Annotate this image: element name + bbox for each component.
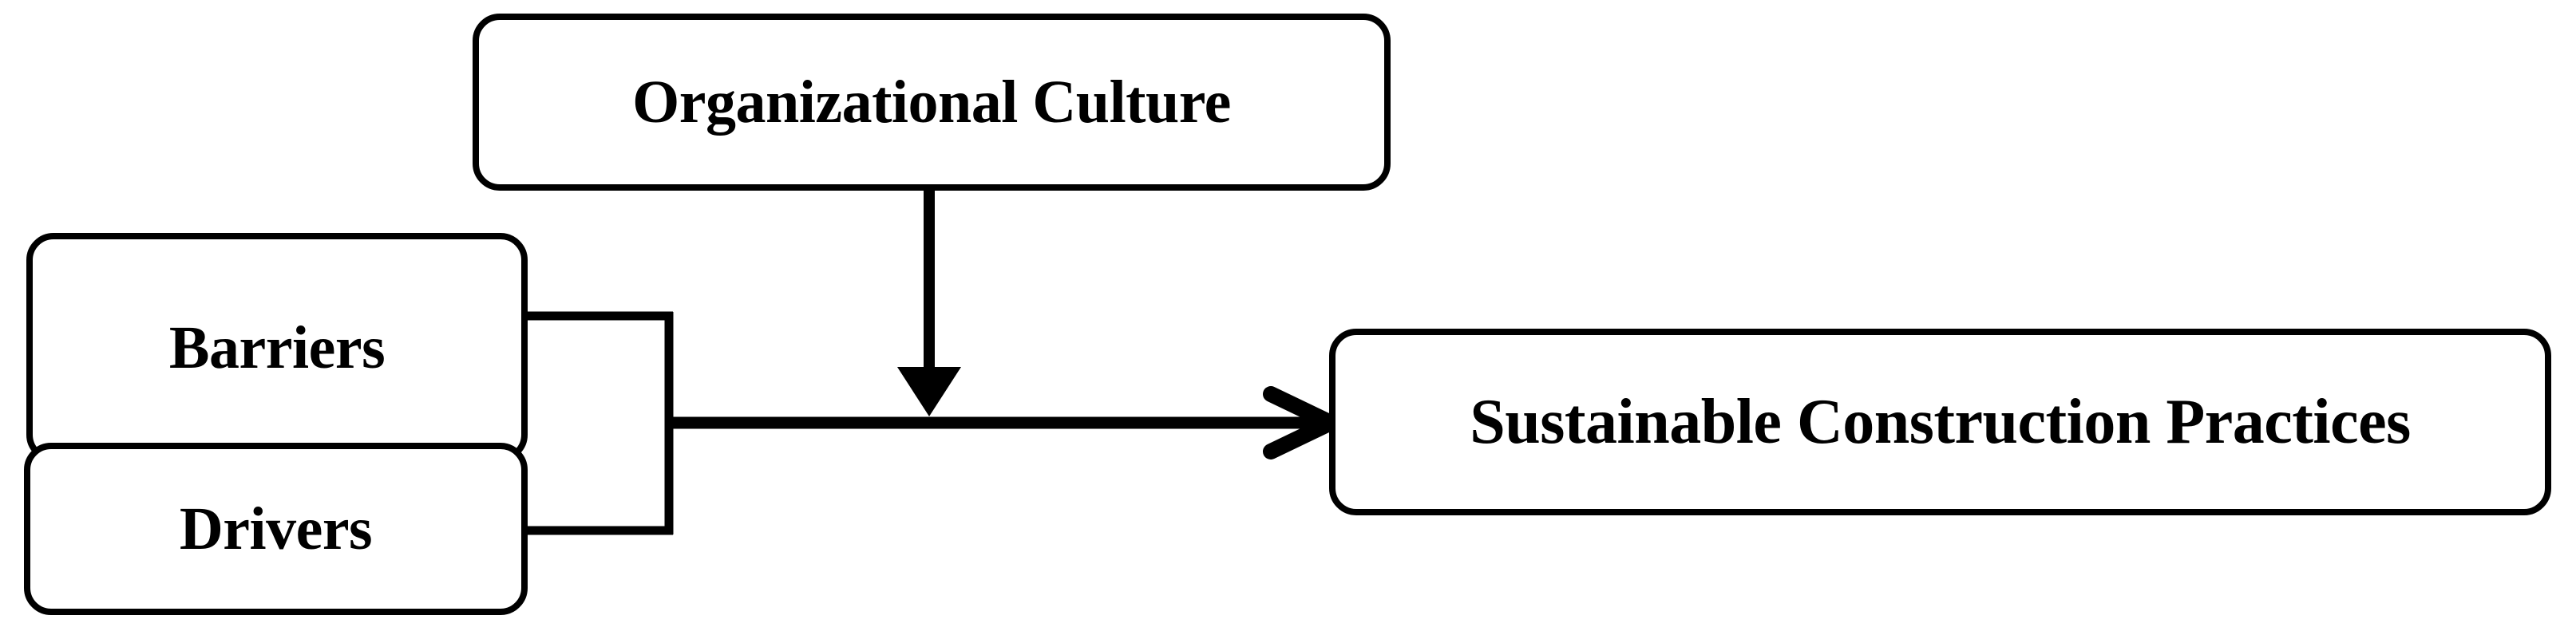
node-drivers[interactable]: Drivers — [24, 443, 528, 615]
node-organizational-culture[interactable]: Organizational Culture — [473, 14, 1391, 191]
node-label-organizational-culture: Organizational Culture — [632, 69, 1231, 136]
arrowhead-filled-triangle-culture — [897, 367, 961, 416]
node-sustainable-construction-practices[interactable]: Sustainable Construction Practices — [1329, 329, 2551, 515]
node-barriers[interactable]: Barriers — [26, 233, 528, 462]
node-label-barriers: Barriers — [168, 314, 386, 381]
node-label-sustainable-construction-practices: Sustainable Construction Practices — [1470, 387, 2411, 457]
node-label-drivers: Drivers — [179, 495, 373, 562]
